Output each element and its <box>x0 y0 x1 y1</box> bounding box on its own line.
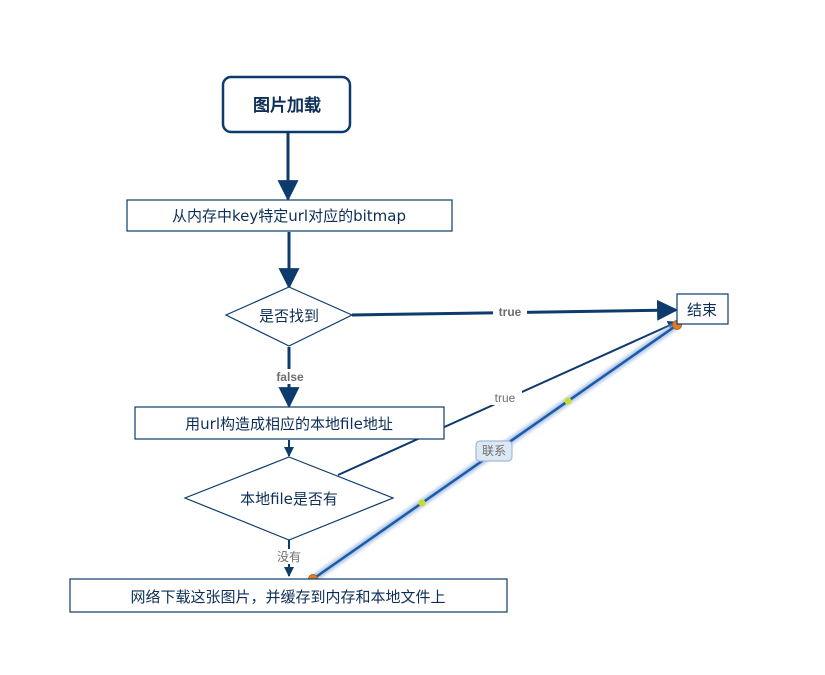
link-midpoint-handle-2[interactable] <box>564 397 572 405</box>
edge-label-bg-local-true <box>488 390 522 405</box>
node-download[interactable]: 网络下载这张图片，并缓存到内存和本地文件上 <box>69 578 508 613</box>
edge-label-bg-found-false <box>272 369 308 384</box>
edge-label-found-true: true <box>499 305 522 319</box>
node-download-label: 网络下载这张图片，并缓存到内存和本地文件上 <box>130 588 445 606</box>
node-end[interactable]: 结束 <box>676 293 729 325</box>
node-lookup-label: 从内存中key特定url对应的bitmap <box>172 207 406 225</box>
node-found-label: 是否找到 <box>259 307 319 325</box>
node-lookup[interactable]: 从内存中key特定url对应的bitmap <box>126 199 453 232</box>
edge-label-bg-found-true <box>493 304 527 319</box>
edge-label-found-false: false <box>276 370 304 384</box>
node-start[interactable]: 图片加载 <box>221 75 352 134</box>
node-start-label: 图片加载 <box>253 95 321 116</box>
edge-label-link-pill[interactable] <box>475 440 513 462</box>
node-local-exists[interactable]: 本地file是否有 <box>183 456 395 541</box>
node-build-path-label: 用url构造成相应的本地file地址 <box>185 415 393 433</box>
node-found[interactable]: 是否找到 <box>224 286 354 347</box>
edge-label-bg-local-none <box>272 549 306 564</box>
link-midpoint-handle-1[interactable] <box>418 499 426 507</box>
node-end-label: 结束 <box>687 301 717 319</box>
edge-label-local-true: true <box>495 391 516 405</box>
node-local-exists-label: 本地file是否有 <box>240 490 338 508</box>
node-build-path[interactable]: 用url构造成相应的本地file地址 <box>134 406 445 440</box>
edge-label-local-none: 没有 <box>277 549 301 564</box>
edge-label-link: 联系 <box>482 444 506 458</box>
